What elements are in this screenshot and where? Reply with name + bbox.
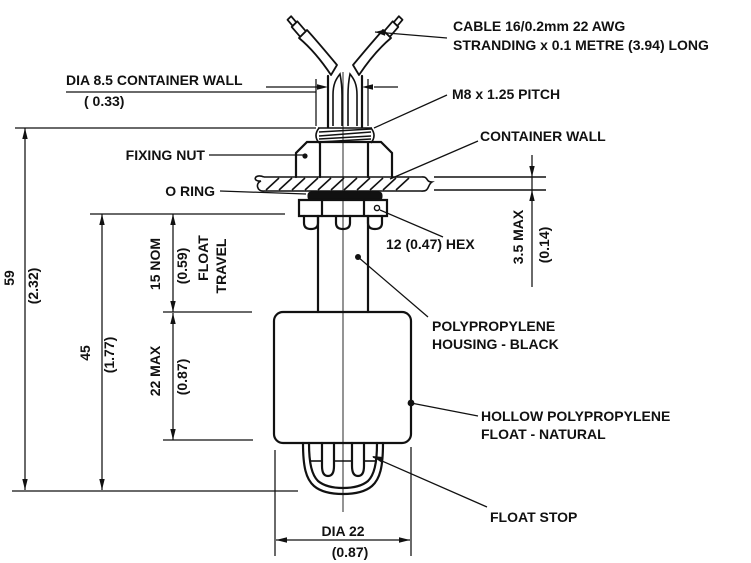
dimension-22max — [170, 313, 176, 440]
container-wall-section — [255, 176, 546, 191]
dimension-wall-thickness — [529, 155, 535, 287]
leader-container-wall — [390, 141, 478, 179]
leader-fixing-nut — [209, 153, 308, 159]
label-housing-line1: POLYPROPYLENE — [432, 318, 555, 334]
extension-lines — [12, 79, 411, 556]
dim-float-travel-word2: TRAVEL — [213, 238, 229, 293]
dim-15nom-inch: (0.59) — [174, 248, 190, 285]
dim-dia22-inch: (0.87) — [332, 544, 369, 560]
label-fixing-nut: FIXING NUT — [126, 147, 206, 163]
dim-22max-label: 22 MAX — [147, 345, 163, 396]
float-stop-prongs — [303, 443, 383, 494]
label-cable-line1: CABLE 16/0.2mm 22 AWG — [453, 18, 625, 34]
dim-wall-label: 3.5 MAX — [510, 209, 526, 264]
wire-right — [348, 74, 357, 126]
dim-45-inch: (1.77) — [101, 337, 117, 374]
label-float-line1: HOLLOW POLYPROPYLENE — [481, 408, 670, 424]
thread-m8 — [316, 128, 374, 143]
o-ring-seal — [308, 192, 382, 200]
float-housing — [274, 312, 411, 443]
dim-59-inch: (2.32) — [25, 268, 41, 305]
dimension-dia22 — [276, 537, 410, 543]
label-o-ring: O RING — [165, 183, 215, 199]
cable-right — [353, 16, 403, 75]
leader-m8 — [374, 95, 447, 128]
label-float-line2: FLOAT - NATURAL — [481, 426, 606, 442]
dim-45-label: 45 — [77, 345, 93, 361]
dim-22max-inch: (0.87) — [174, 359, 190, 396]
dimension-dia85 — [266, 84, 398, 90]
label-housing-line2: HOUSING - BLACK — [432, 336, 559, 352]
cable-left — [288, 16, 338, 75]
dimension-59 — [22, 128, 28, 490]
leader-o-ring — [220, 191, 306, 194]
cable-entry-tube — [328, 74, 362, 127]
dimension-45 — [99, 214, 105, 490]
label-dia85-inch: ( 0.33) — [84, 93, 124, 109]
dim-59-label: 59 — [1, 270, 17, 286]
dim-float-travel-word1: FLOAT — [195, 235, 211, 281]
dim-dia22-label: DIA 22 — [321, 523, 364, 539]
leader-hex — [374, 205, 443, 237]
leader-float-stop — [372, 456, 487, 507]
fixing-nut — [296, 142, 392, 177]
leader-cable — [375, 29, 447, 38]
wire-left — [333, 74, 342, 126]
dim-wall-inch: (0.14) — [536, 227, 552, 264]
dim-15nom-label: 15 NOM — [147, 238, 163, 290]
stem — [318, 216, 368, 312]
label-float-stop: FLOAT STOP — [490, 509, 577, 525]
wall-hatching — [266, 178, 409, 190]
label-cable-line2: STRANDING x 0.1 METRE (3.94) LONG — [453, 37, 709, 53]
label-hex: 12 (0.47) HEX — [386, 236, 475, 252]
leader-float — [407, 399, 478, 416]
leader-housing — [355, 254, 428, 317]
dimension-15nom — [170, 214, 176, 312]
label-m8-pitch: M8 x 1.25 PITCH — [452, 86, 560, 102]
label-dia85: DIA 8.5 CONTAINER WALL — [66, 72, 243, 88]
label-container-wall: CONTAINER WALL — [480, 128, 606, 144]
